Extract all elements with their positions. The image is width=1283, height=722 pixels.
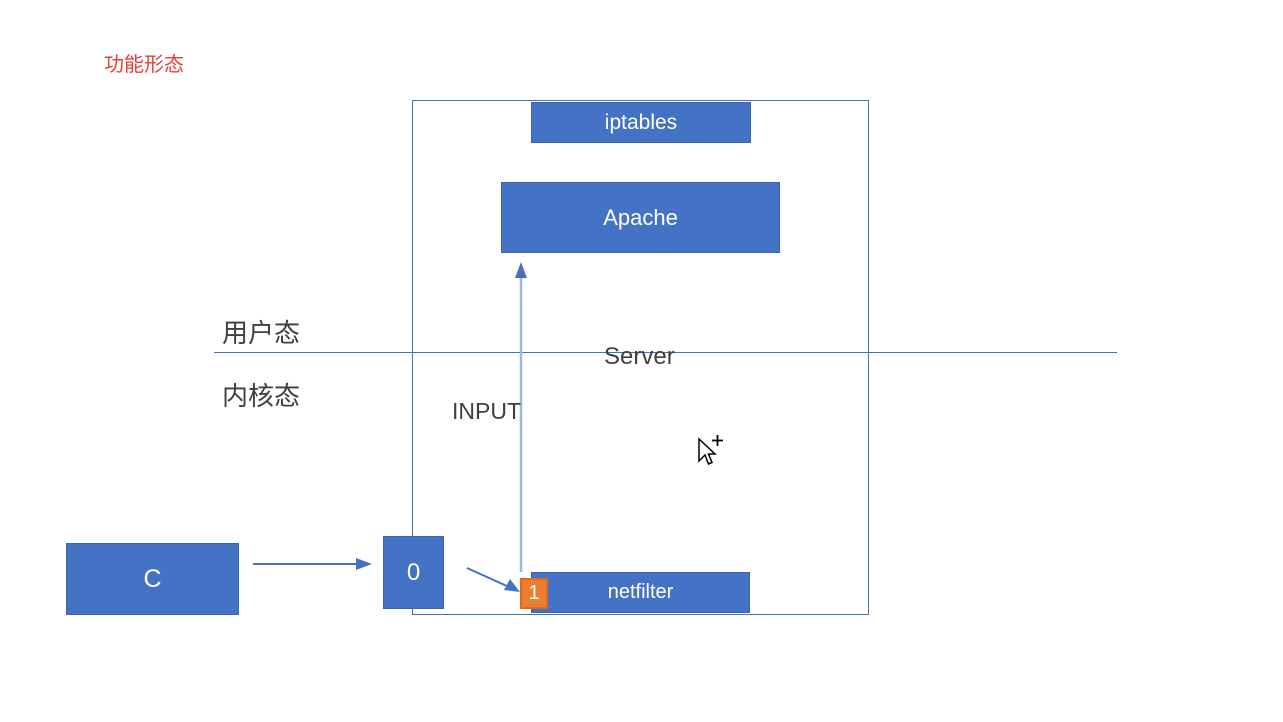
netfilter-to-apache-arrow[interactable] <box>512 260 530 574</box>
step0-box[interactable]: 0 <box>383 536 444 609</box>
client-to-step0-arrow[interactable] <box>250 554 375 574</box>
step0-to-step1-arrow[interactable] <box>462 562 526 600</box>
apache-box-label: Apache <box>603 204 678 230</box>
iptables-box[interactable]: iptables <box>531 102 751 143</box>
iptables-box-label: iptables <box>604 110 678 134</box>
draw-cursor-with-plus-icon <box>698 435 723 465</box>
netfilter-box-label: netfilter <box>607 581 674 603</box>
user-kernel-divider-line[interactable] <box>214 352 1117 353</box>
server-boundary-rect[interactable] <box>412 100 869 615</box>
input-chain-label[interactable]: INPUT <box>452 398 521 424</box>
client-box-label: C <box>143 564 162 593</box>
netfilter-box[interactable]: netfilter <box>531 572 750 613</box>
server-label[interactable]: Server <box>604 343 675 370</box>
kernel-mode-label[interactable]: 内核态 <box>222 381 301 411</box>
step1-hook-box[interactable]: 1 <box>520 578 548 609</box>
slide-title[interactable]: 功能形态 <box>104 52 184 76</box>
apache-box[interactable]: Apache <box>501 182 780 253</box>
user-mode-label[interactable]: 用户态 <box>222 318 301 348</box>
step1-hook-box-label: 1 <box>528 582 540 604</box>
client-box[interactable]: C <box>66 543 239 615</box>
step0-box-label: 0 <box>406 558 421 586</box>
